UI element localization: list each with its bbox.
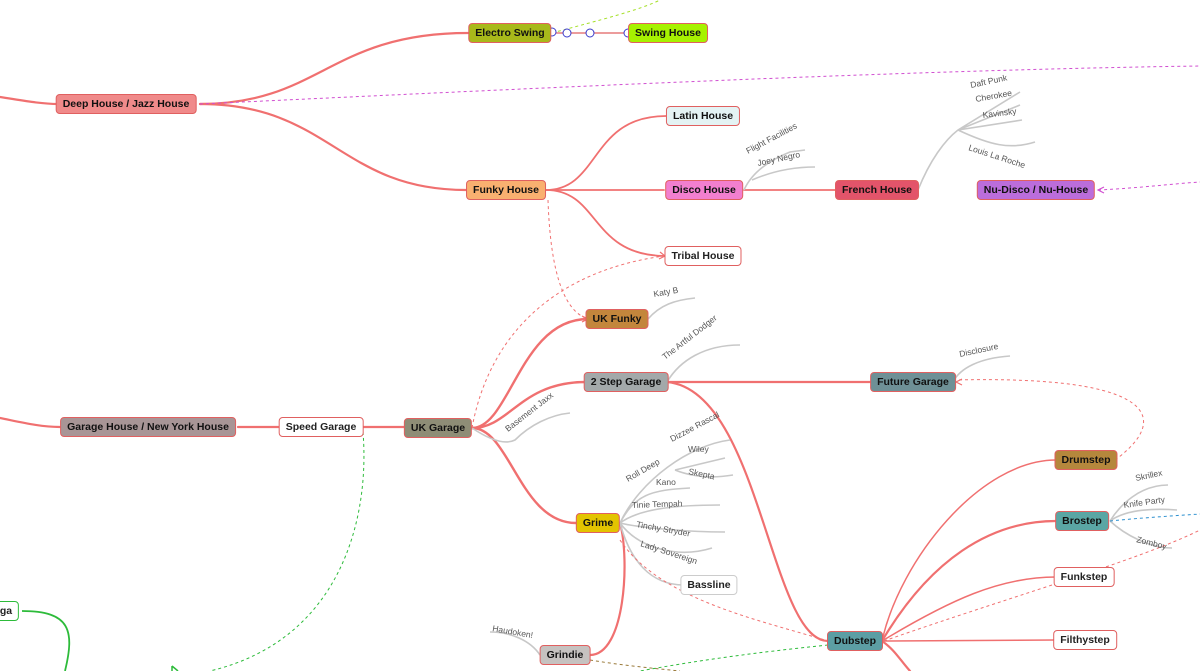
topic-node-french-house[interactable]: French House <box>834 180 920 200</box>
leaf-label-french-house[interactable]: Kavinsky <box>982 106 1018 120</box>
link-deep-to-right <box>199 65 1200 105</box>
leaf-label-grime[interactable]: Kano <box>656 477 676 487</box>
link-brostep-to-right <box>1109 513 1200 522</box>
arrow-nudisco <box>1096 186 1105 194</box>
branch-dubstep-to-brostep <box>880 519 1058 643</box>
leaf-label-brostep[interactable]: Knife Party <box>1123 494 1166 510</box>
branch-dubstep-down <box>880 639 912 671</box>
leaf-label-future-garage[interactable]: Disclosure <box>958 341 999 359</box>
topic-node-deep-house[interactable]: Deep House / Jazz House <box>55 94 197 114</box>
topic-node-uk-funky[interactable]: UK Funky <box>585 309 649 329</box>
topic-node-bassline[interactable]: Bassline <box>680 575 738 595</box>
leaf-label-brostep[interactable]: Zomboy <box>1136 534 1169 551</box>
leaf-label-french-house[interactable]: Daft Punk <box>969 72 1008 90</box>
link-grime-to-dubstep <box>619 539 829 642</box>
topic-node-grime[interactable]: Grime <box>575 513 621 533</box>
branch-left-to-deep <box>0 95 60 106</box>
branch-2step-to-dubstep <box>665 380 830 643</box>
topic-node-two-step-garage[interactable]: 2 Step Garage <box>583 372 669 392</box>
link-dubstep-to-bottom <box>639 644 829 671</box>
topic-node-brostep[interactable]: Brostep <box>1055 511 1109 531</box>
leaf-branch-french <box>917 91 1036 191</box>
leaf-label-french-house[interactable]: Louis La Roche <box>967 142 1027 170</box>
electro-swing-connector <box>547 27 633 38</box>
topic-node-left-edge-node[interactable]: ga <box>0 601 20 621</box>
leaf-branch-ukgarage <box>471 412 571 443</box>
topic-node-electro-swing[interactable]: Electro Swing <box>468 23 552 43</box>
branch-ukgarage-to-2step <box>470 380 588 430</box>
leaf-label-two-step-garage[interactable]: The Artful Dodger <box>660 313 719 362</box>
leaf-label-uk-funky[interactable]: Katy B <box>653 285 680 299</box>
branch-left-to-garage <box>0 416 62 429</box>
green-branch-left <box>21 610 71 671</box>
branch-ukgarage-to-ukfunky <box>470 317 590 430</box>
topic-node-swing-house[interactable]: Swing House <box>628 23 708 43</box>
topic-node-speed-garage[interactable]: Speed Garage <box>278 417 364 437</box>
leaf-label-grime[interactable]: Dizzee Rascal <box>668 409 721 443</box>
branch-grime-to-grindie <box>588 521 626 657</box>
link-electro-to-right <box>551 0 661 34</box>
link-ukgarage-to-tribal <box>471 255 665 429</box>
branch-dubstep-to-funkstep <box>881 576 1057 642</box>
leaf-branch-grime-bassline <box>619 522 685 586</box>
leaf-branch-disco <box>743 149 816 191</box>
leaf-branch-brostep <box>1109 484 1178 549</box>
topic-node-grindie[interactable]: Grindie <box>539 645 591 665</box>
leaf-branch-ukfunky <box>647 297 696 320</box>
link-speed-to-bottom <box>209 431 365 671</box>
leaf-label-brostep[interactable]: Skrillex <box>1134 467 1164 483</box>
topic-node-nu-disco[interactable]: Nu-Disco / Nu-House <box>976 180 1096 200</box>
leaf-label-grime[interactable]: Wiley <box>688 444 710 454</box>
topic-node-disco-house[interactable]: Disco House <box>665 180 743 200</box>
cross-links <box>199 0 1200 671</box>
leaf-branch-grime <box>619 439 734 553</box>
leaf-label-grindie[interactable]: Haudoken! <box>492 623 534 640</box>
topic-node-funkstep[interactable]: Funkstep <box>1053 567 1115 587</box>
topic-node-drumstep[interactable]: Drumstep <box>1054 450 1118 470</box>
leaf-branches <box>471 91 1178 656</box>
leaf-label-french-house[interactable]: Cherokee <box>975 88 1013 104</box>
topic-node-uk-garage[interactable]: UK Garage <box>403 418 473 438</box>
link-drumstep-to-future <box>954 379 1145 461</box>
leaf-label-grime[interactable]: Tinchy Stryder <box>636 519 692 538</box>
topic-node-funky-house[interactable]: Funky House <box>466 180 546 200</box>
connector-handle[interactable] <box>585 28 595 38</box>
topic-node-future-garage[interactable]: Future Garage <box>870 372 956 392</box>
leaf-branch-grindie <box>489 631 541 656</box>
topic-node-garage-house[interactable]: Garage House / New York House <box>60 417 236 437</box>
leaf-label-grime[interactable]: Tinie Tempah <box>632 498 683 510</box>
topic-node-filthystep[interactable]: Filthystep <box>1053 630 1117 650</box>
leaf-label-grime[interactable]: Skepta <box>688 466 716 481</box>
leaf-branch-2step <box>666 344 741 383</box>
main-branches <box>0 31 1058 671</box>
branch-funky-to-latin <box>545 115 667 191</box>
topic-node-dubstep[interactable]: Dubstep <box>827 631 883 651</box>
leaf-branch-future <box>952 355 1011 383</box>
branch-dubstep-to-drumstep <box>881 459 1057 642</box>
link-grindie-to-bottom <box>589 659 681 671</box>
branch-deep-to-funky <box>198 102 468 192</box>
branch-ukgarage-to-grime <box>470 426 578 525</box>
topic-node-latin-house[interactable]: Latin House <box>665 106 741 126</box>
branch-dubstep-to-filthystep <box>881 639 1057 642</box>
leaf-label-disco-house[interactable]: Joey Negro <box>756 149 801 168</box>
topic-node-tribal-house[interactable]: Tribal House <box>664 246 742 266</box>
connector-handle[interactable] <box>562 28 572 38</box>
green-arrow-bottom <box>171 665 179 671</box>
branch-deep-to-electro <box>198 31 470 106</box>
branch-funky-to-tribal <box>545 189 667 257</box>
arrow-future <box>954 378 963 386</box>
link-nudisco-from-right <box>1097 181 1200 191</box>
link-funky-to-ukfunky <box>547 199 589 320</box>
